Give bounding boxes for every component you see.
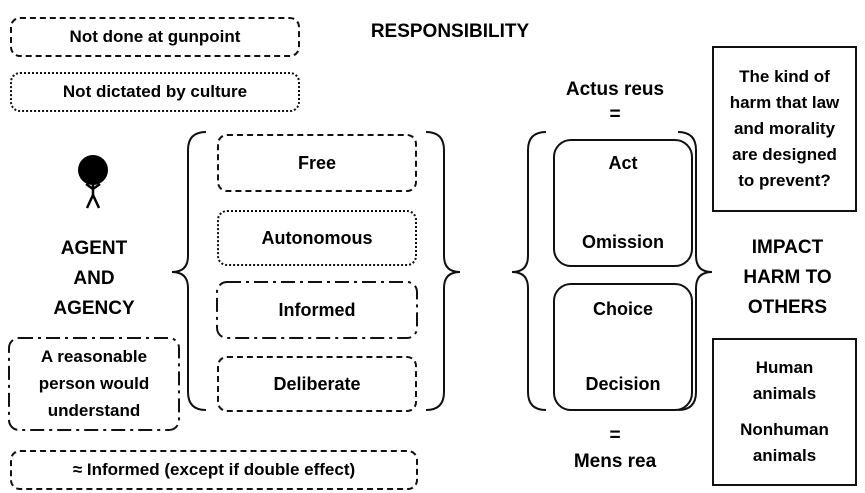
- mens-rea-equals: =: [609, 425, 621, 446]
- harm-line-5: to prevent?: [738, 171, 831, 190]
- reasonable-line-2: person would: [38, 374, 150, 393]
- harm-question-text: The kind of harm that law and morality a…: [730, 64, 840, 194]
- deliberate-label: Deliberate: [273, 373, 361, 394]
- reasonable-line-3: understand: [47, 401, 141, 420]
- stick-figure-icon: [78, 155, 108, 209]
- free-box: Free: [217, 134, 417, 192]
- informed-note-label: ≈ Informed (except if double effect): [72, 460, 356, 479]
- reasonable-line-1: A reasonable: [40, 347, 148, 366]
- harm-question-box: The kind of harm that law and morality a…: [712, 46, 857, 212]
- agent-label: AGENT AND AGENCY: [14, 234, 174, 324]
- mens-rea-label: Mens rea: [573, 451, 657, 472]
- impact-label: IMPACT HARM TO OTHERS: [715, 233, 860, 323]
- human-line-2: animals: [752, 384, 817, 403]
- agent-line-1: AGENT: [60, 238, 128, 259]
- deliberate-box: Deliberate: [217, 356, 417, 412]
- nonhuman-line-1: Nonhuman: [740, 420, 829, 439]
- left-brace-actus: [511, 131, 547, 411]
- nonhuman-line-2: animals: [752, 446, 817, 465]
- page-title: RESPONSIBILITY: [370, 21, 530, 42]
- actus-reus-equals: =: [609, 104, 621, 125]
- act-label: Act: [608, 153, 638, 173]
- gunpoint-box: Not done at gunpoint: [10, 17, 300, 57]
- animals-box: Human animals Nonhuman animals: [712, 338, 857, 486]
- decision-label: Decision: [585, 374, 661, 394]
- act-omission-box: Act Omission: [553, 139, 693, 267]
- human-line-1: Human: [755, 358, 814, 377]
- reasonable-person-text: A reasonable person would understand: [9, 343, 179, 424]
- culture-label: Not dictated by culture: [62, 82, 248, 101]
- choice-label: Choice: [592, 299, 653, 319]
- informed-label: Informed: [278, 299, 356, 320]
- free-label: Free: [297, 152, 337, 173]
- nonhuman-animals: Nonhuman animals: [740, 417, 829, 469]
- right-brace-actus: [677, 131, 713, 411]
- impact-line-2: HARM TO: [743, 267, 832, 288]
- informed-box: Informed: [217, 282, 417, 338]
- reasonable-person-border: [8, 337, 180, 431]
- actus-reus-label: Actus reus: [565, 79, 665, 100]
- impact-line-3: OTHERS: [747, 297, 828, 318]
- omission-label: Omission: [581, 232, 665, 252]
- choice-decision-box: Choice Decision: [553, 283, 693, 411]
- autonomous-box: Autonomous: [217, 210, 417, 266]
- autonomous-label: Autonomous: [261, 227, 373, 248]
- informed-border: [216, 281, 418, 339]
- informed-note-box: ≈ Informed (except if double effect): [10, 450, 418, 490]
- harm-line-1: The kind of: [739, 67, 830, 86]
- right-brace-qualities: [425, 131, 461, 411]
- culture-box: Not dictated by culture: [10, 72, 300, 112]
- left-brace-qualities: [171, 131, 207, 411]
- harm-line-3: and morality: [733, 119, 836, 138]
- harm-line-2: harm that law: [729, 93, 840, 112]
- impact-line-1: IMPACT: [751, 237, 824, 258]
- gunpoint-label: Not done at gunpoint: [69, 27, 241, 46]
- agent-line-2: AND: [73, 268, 115, 289]
- human-animals: Human animals: [753, 355, 816, 407]
- harm-line-4: are designed: [732, 145, 837, 164]
- agent-line-3: AGENCY: [53, 298, 135, 319]
